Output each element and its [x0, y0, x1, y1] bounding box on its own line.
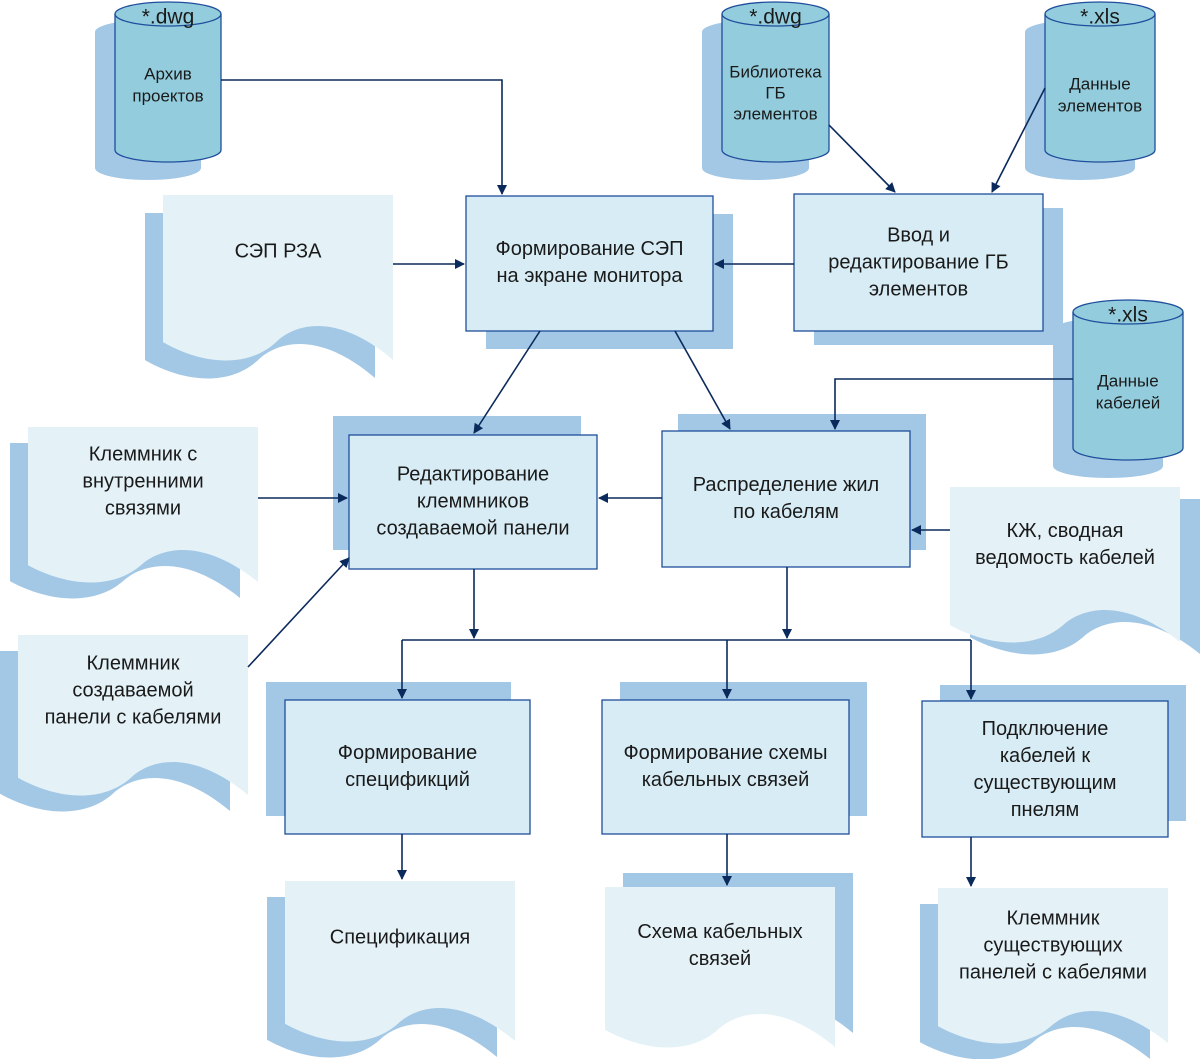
- document-terminal-internal-line-2: внутренними: [82, 470, 203, 492]
- process-edit-terminals: Редактирование клеммников создаваемой пане…: [333, 416, 598, 570]
- process-form-scheme-line-2: кабельных связей: [642, 769, 810, 791]
- process-form-sep: Формирование СЭП на экране монитора: [465, 195, 733, 349]
- document-terminal-existing-sheet: [938, 888, 1168, 1044]
- process-distribute: Распределение жил по кабелям: [661, 414, 926, 568]
- document-kzh: КЖ, сводная ведомость кабелей: [950, 487, 1200, 655]
- arrow-library-to-input-gb: [828, 124, 896, 193]
- document-terminal-new-line-3: панели с кабелями: [45, 706, 222, 728]
- document-kzh-sheet: [950, 487, 1180, 643]
- process-connect-line-2: кабелей к: [1000, 745, 1091, 767]
- process-connect-box: [921, 700, 1169, 838]
- document-terminal-existing: Клеммник существующих панелей с кабелями: [920, 888, 1168, 1059]
- db-archive-extension: *.dwg: [142, 6, 195, 29]
- process-edit-terminals-line-2: клеммников: [417, 490, 529, 512]
- db-cables-data-line-1: Данные: [1097, 371, 1158, 390]
- document-scheme-line-1: Схема кабельных: [637, 921, 802, 943]
- process-form-spec-line-2: спецификций: [345, 769, 470, 791]
- arrow-terminal-new-to-edit-terminals: [247, 557, 350, 668]
- process-form-spec-line-1: Формирование: [338, 742, 477, 764]
- process-form-spec-box: [284, 699, 531, 835]
- process-input-gb: Ввод и редактирование ГБ элементов: [793, 193, 1063, 345]
- process-form-scheme-line-1: Формирование схемы: [623, 742, 827, 764]
- arrow-elements-data-to-input-gb: [991, 87, 1046, 193]
- process-form-scheme: Формирование схемы кабельных связей: [601, 682, 867, 835]
- document-spec-line-1: Спецификация: [330, 926, 470, 948]
- process-input-gb-line-3: элементов: [869, 278, 968, 300]
- db-cables-data-body: [1072, 299, 1184, 461]
- db-library-line-2: ГБ: [765, 83, 785, 102]
- db-archive-body: [114, 1, 222, 163]
- document-sep-rza-sheet: [163, 195, 393, 361]
- process-form-sep-box: [465, 195, 714, 332]
- db-library-body: [721, 1, 830, 163]
- document-terminal-new-line-1: Клеммник: [87, 652, 180, 674]
- document-scheme-line-2: связей: [689, 948, 751, 970]
- db-archive-line-1: Архив: [144, 64, 192, 83]
- document-terminal-existing-line-3: панелей с кабелями: [959, 961, 1147, 983]
- db-elements-data-rim: [1044, 13, 1156, 27]
- document-terminal-new-sheet: [18, 635, 248, 796]
- document-sep-rza-line-1: СЭП РЗА: [235, 240, 323, 262]
- document-scheme-sheet: [605, 887, 835, 1048]
- db-archive-line-2: проектов: [132, 86, 203, 105]
- document-terminal-new-line-2: создаваемой: [72, 679, 193, 701]
- arrow-archive-to-form-sep: [221, 79, 507, 195]
- document-kzh-line-2: ведомость кабелей: [975, 547, 1155, 569]
- document-terminal-internal-sheet: [28, 427, 258, 583]
- db-elements-data-body: [1044, 1, 1156, 163]
- process-form-sep-line-1: Формирование СЭП: [495, 238, 683, 260]
- process-input-gb-line-2: редактирование ГБ: [828, 251, 1009, 273]
- db-archive-rim: [114, 13, 222, 27]
- process-distribute-line-2: по кабелям: [733, 501, 839, 523]
- db-elements-data-extension: *.xls: [1080, 6, 1120, 29]
- document-terminal-new: Клеммник создаваемой панели с кабелями: [0, 635, 248, 812]
- db-cables-data-rim: [1072, 311, 1184, 325]
- db-cables-data-extension: *.xls: [1108, 304, 1148, 327]
- process-edit-terminals-box: [348, 434, 598, 570]
- process-connect-line-4: пнелям: [1011, 799, 1080, 821]
- db-library-line-1: Библиотека: [729, 62, 822, 81]
- process-connect: Подключение кабелей к существующим пнелям: [921, 685, 1186, 838]
- document-terminal-existing-line-1: Клеммник: [1007, 907, 1100, 929]
- db-elements-data-line-1: Данные: [1069, 74, 1130, 93]
- document-scheme: Схема кабельных связей: [605, 873, 853, 1048]
- db-library-line-3: элементов: [733, 104, 817, 123]
- db-cables-data-line-2: кабелей: [1096, 393, 1161, 412]
- process-distribute-line-1: Распределение жил: [693, 474, 879, 496]
- document-sep-rza: СЭП РЗА: [145, 195, 393, 379]
- document-terminal-internal-line-1: Клеммник с: [89, 443, 197, 465]
- process-input-gb-line-1: Ввод и: [887, 224, 950, 246]
- arrow-cables-data-to-distribute: [830, 378, 1073, 430]
- process-connect-line-3: существующим: [973, 772, 1116, 794]
- process-connect-line-1: Подключение: [982, 718, 1109, 740]
- arrow-form-sep-to-distribute: [674, 330, 731, 430]
- document-spec: Спецификация: [267, 881, 515, 1058]
- process-edit-terminals-line-3: создаваемой панели: [376, 517, 569, 539]
- arrow-form-sep-to-edit-terminals: [473, 330, 541, 434]
- document-terminal-internal: Клеммник с внутренними связями: [10, 427, 258, 599]
- document-terminal-internal-line-3: связями: [105, 497, 181, 519]
- process-input-gb-box: [793, 193, 1044, 332]
- process-form-scheme-box: [601, 699, 850, 835]
- db-library-extension: *.dwg: [749, 6, 802, 29]
- db-elements-data-line-2: элементов: [1058, 96, 1142, 115]
- process-form-sep-line-2: на экране монитора: [496, 265, 683, 287]
- document-spec-sheet: [285, 881, 515, 1042]
- db-library-rim: [721, 13, 830, 27]
- process-edit-terminals-line-1: Редактирование: [397, 463, 549, 485]
- process-distribute-box: [661, 430, 911, 568]
- process-form-spec: Формирование спецификций: [266, 682, 531, 835]
- document-kzh-line-1: КЖ, сводная: [1007, 520, 1124, 542]
- document-terminal-existing-line-2: существующих: [983, 934, 1122, 956]
